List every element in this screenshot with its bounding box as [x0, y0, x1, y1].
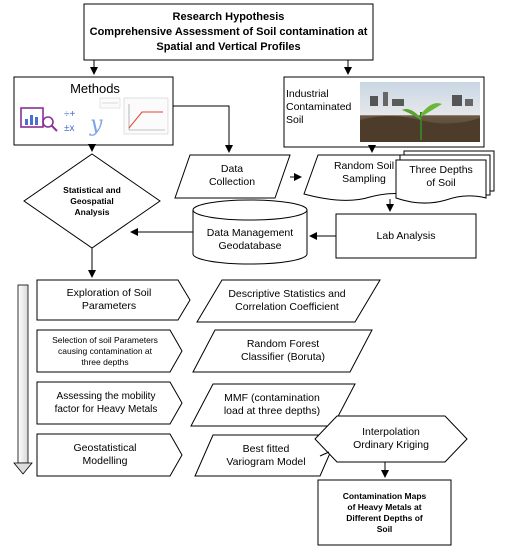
database-cylinder-body — [192, 210, 308, 265]
hypothesis-title: Research Hypothesis — [172, 10, 285, 23]
lab-analysis-box — [335, 213, 477, 259]
geostat-text: Geostatistical Modelling — [40, 436, 170, 474]
svg-text:±x: ±x — [64, 123, 75, 134]
industrial-line2: Contaminated — [286, 100, 352, 113]
variogram-line2: Variogram Model — [226, 455, 306, 468]
industrial-line1: Industrial — [286, 87, 329, 100]
random-forest-parallelogram — [192, 329, 373, 373]
descriptive-line2: Correlation Coefficient — [235, 301, 339, 313]
interpolation-line1: Interpolation — [362, 426, 420, 438]
industrial-line3: Soil — [286, 113, 304, 126]
analysis-line2: Geospatial — [70, 195, 114, 206]
maps-line1: Contamination Maps — [342, 490, 427, 501]
depths-document — [395, 159, 487, 204]
data-collection-parallelogram — [174, 154, 291, 199]
hypothesis-line1: Comprehensive Assessment of Soil contami… — [89, 25, 368, 38]
descriptive-parallelogram — [196, 279, 381, 323]
maps-box — [317, 479, 452, 546]
svg-text:÷+: ÷+ — [64, 109, 75, 120]
mmf-line2: load at three depths) — [223, 405, 321, 417]
hypothesis-line2: Spatial and Vertical Profiles — [156, 40, 301, 53]
sampling-line2: Sampling — [342, 173, 386, 185]
geostat-line1: Geostatistical — [73, 442, 137, 454]
data-collection-text: Data Collection — [186, 157, 278, 195]
industrial-text: Industrial Contaminated Soil — [286, 80, 362, 134]
exploration-line1: Exploration of Soil — [66, 287, 152, 299]
bar-chart-magnifier-icon — [20, 107, 58, 132]
exploration-pentagon — [36, 279, 191, 321]
maps-text: Contamination Maps of Heavy Metals at Di… — [318, 482, 451, 543]
mobility-line1: Assessing the mobility — [56, 391, 156, 402]
variogram-line1: Best fitted — [242, 442, 290, 455]
svg-text:y: y — [89, 112, 103, 137]
progress-arrow-bar — [17, 284, 29, 464]
selection-line3: three depths — [81, 356, 129, 367]
mobility-text: Assessing the mobility factor for Heavy … — [40, 384, 172, 422]
small-chart-icon — [99, 97, 121, 109]
progress-arrow-head — [13, 462, 33, 475]
selection-text: Selection of soil Parameters causing con… — [40, 331, 170, 371]
interpolation-text: Interpolation Ordinary Kriging — [330, 420, 452, 458]
descriptive-text: Descriptive Statistics and Correlation C… — [212, 282, 362, 320]
descriptive-line1: Descriptive Statistics and — [228, 288, 346, 300]
line-chart-icon — [123, 97, 169, 135]
data-collection-line2: Collection — [208, 176, 256, 188]
exploration-line2: Parameters — [81, 300, 137, 312]
hypothesis-box — [83, 3, 374, 61]
selection-pentagon — [36, 329, 183, 373]
variogram-text: Best fitted Variogram Model — [204, 437, 328, 474]
analysis-text: Statistical and Geospatial Analysis — [44, 178, 140, 224]
depths-line2: of Soil — [426, 177, 456, 189]
data-collection-line1: Data — [220, 163, 244, 175]
mobility-pentagon — [36, 381, 183, 425]
database-line1: Data Management — [206, 227, 294, 239]
selection-line1: Selection of soil Parameters — [52, 334, 158, 345]
lab-analysis-label: Lab Analysis — [376, 229, 436, 242]
database-line2: Geodatabase — [218, 240, 282, 252]
interpolation-hexagon — [314, 415, 468, 463]
depths-line1: Three Depths — [409, 164, 473, 176]
database-text: Data Management Geodatabase — [196, 222, 304, 258]
depths-text: Three Depths of Soil — [398, 162, 484, 192]
exploration-text: Exploration of Soil Parameters — [40, 281, 178, 319]
geostat-pentagon — [36, 433, 183, 477]
mmf-line1: MMF (contamination — [224, 392, 320, 404]
variogram-parallelogram — [194, 434, 339, 477]
mobility-line2: factor for Heavy Metals — [54, 404, 158, 415]
sampling-text: Random Soil Sampling — [318, 157, 410, 189]
maps-line2: of Heavy Metals at — [347, 501, 422, 512]
random-forest-line2: Classifier (Boruta) — [240, 351, 326, 363]
analysis-line3: Analysis — [74, 206, 110, 217]
industrial-soil-photo — [360, 82, 480, 142]
maps-line4: Soil — [376, 523, 393, 534]
math-symbols-icon: ÷+ ±x y — [64, 109, 103, 137]
geostat-line2: Modelling — [82, 455, 128, 467]
random-forest-line1: Random Forest — [246, 338, 320, 350]
database-cylinder-top — [192, 199, 308, 221]
interpolation-line2: Ordinary Kriging — [353, 439, 429, 451]
random-forest-text: Random Forest Classifier (Boruta) — [208, 332, 358, 370]
selection-line2: causing contamination at — [57, 345, 153, 356]
methods-label: Methods — [70, 80, 120, 96]
analysis-line1: Statistical and — [63, 184, 121, 195]
maps-line3: Different Depths of — [346, 512, 423, 523]
sampling-line1: Random Soil — [333, 160, 395, 172]
mmf-text: MMF (contamination load at three depths) — [200, 386, 344, 424]
hypothesis-text: Research Hypothesis Comprehensive Assess… — [84, 6, 373, 58]
